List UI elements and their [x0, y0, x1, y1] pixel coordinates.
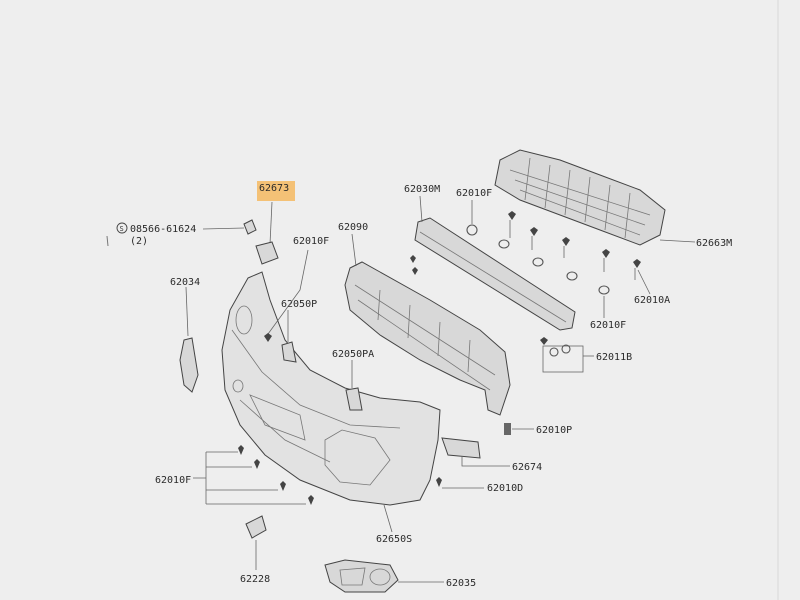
part-62050P: [281, 341, 297, 363]
screw-62010D: [436, 477, 442, 487]
label-62030M: 62030M: [404, 184, 440, 195]
highlight-62673: [257, 181, 295, 201]
label-62035: 62035: [446, 578, 476, 589]
label-08566: 08566-61624: [130, 224, 196, 235]
label-62090: 62090: [338, 222, 368, 233]
svg-text:S: S: [120, 225, 124, 233]
screw-08566: [243, 219, 257, 235]
label-62673: 62673: [259, 183, 289, 194]
label-62011B: 62011B: [596, 352, 632, 363]
label-62010F-right: 62010F: [590, 320, 626, 331]
label-62034: 62034: [170, 277, 200, 288]
part-62050PA: [345, 387, 363, 411]
label-62650S: 62650S: [376, 534, 412, 545]
reinforcement-62030M: [410, 217, 576, 331]
grille-clips: [498, 211, 641, 295]
s-circle-icon: [116, 222, 128, 234]
label-62228: 62228: [240, 574, 270, 585]
label-62050PA: 62050PA: [332, 349, 374, 360]
part-62010P: [504, 423, 511, 435]
fog-cover-62035: [324, 559, 399, 593]
part-62228: [245, 515, 267, 539]
part-62673: [255, 241, 279, 265]
label-62010F-left: 62010F: [155, 475, 191, 486]
label-62050P: 62050P: [281, 299, 317, 310]
label-62010F-top: 62010F: [293, 236, 329, 247]
label-62674: 62674: [512, 462, 542, 473]
grille-62663M: [494, 149, 666, 246]
clip-62010F-mid: [466, 224, 478, 236]
bracket-62034: [179, 337, 199, 393]
bracket-62011B: [540, 337, 584, 373]
label-62010F-mid: 62010F: [456, 188, 492, 199]
absorber-62090: [344, 261, 511, 416]
label-62010P: 62010P: [536, 425, 572, 436]
label-62663M: 62663M: [696, 238, 732, 249]
tick-mark: [106, 235, 109, 247]
label-08566-qty: (2): [130, 236, 148, 247]
label-62010D: 62010D: [487, 483, 523, 494]
part-62674: [441, 437, 481, 459]
label-62010A: 62010A: [634, 295, 670, 306]
screws-62010F-left: [193, 445, 314, 505]
